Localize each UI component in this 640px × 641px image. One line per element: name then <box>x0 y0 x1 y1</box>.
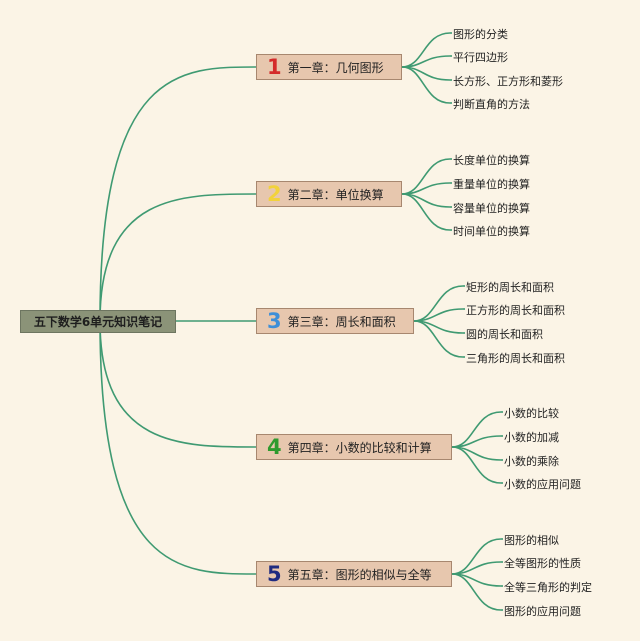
leaf-link <box>401 32 451 68</box>
leaf-item[interactable]: 矩形的周长和面积 <box>466 281 554 294</box>
leaf-item[interactable]: 圆的周长和面积 <box>466 328 543 341</box>
chapter-number: 5 <box>267 561 282 586</box>
leaf-item[interactable]: 三角形的周长和面积 <box>466 352 565 365</box>
chapter-node-3[interactable]: 3 第三章：周长和面积 <box>256 308 414 334</box>
leaf-link <box>451 573 502 611</box>
leaf-link <box>401 158 451 195</box>
leaf-link <box>413 320 464 358</box>
leaf-item[interactable]: 全等三角形的判定 <box>504 581 592 594</box>
root-link <box>99 320 257 575</box>
chapter-title: 第一章：几何图形 <box>287 60 384 75</box>
leaf-link <box>451 446 502 484</box>
chapter-node-4[interactable]: 4 第四章：小数的比较和计算 <box>256 434 452 460</box>
leaf-item[interactable]: 容量单位的换算 <box>453 202 530 215</box>
leaf-item[interactable]: 小数的加减 <box>504 431 559 444</box>
chapter-number: 2 <box>267 181 282 206</box>
leaf-link <box>401 66 451 104</box>
chapter-number: 1 <box>267 54 282 79</box>
chapter-node-5[interactable]: 5 第五章：图形的相似与全等 <box>256 561 452 587</box>
leaf-item[interactable]: 小数的应用问题 <box>504 478 581 491</box>
leaf-item[interactable]: 全等图形的性质 <box>504 557 581 570</box>
root-link <box>99 320 257 448</box>
chapter-title: 第四章：小数的比较和计算 <box>287 440 432 455</box>
leaf-item[interactable]: 图形的分类 <box>453 28 508 41</box>
root-node[interactable]: 五下数学6单元知识笔记 <box>20 310 176 333</box>
leaf-item[interactable]: 重量单位的换算 <box>453 178 530 191</box>
chapter-number: 4 <box>267 434 282 459</box>
leaf-item[interactable]: 小数的乘除 <box>504 455 559 468</box>
root-link <box>99 66 257 322</box>
leaf-item[interactable]: 小数的比较 <box>504 407 559 420</box>
leaf-item[interactable]: 图形的相似 <box>504 534 559 547</box>
chapter-node-2[interactable]: 2 第二章：单位换算 <box>256 181 402 207</box>
leaf-item[interactable]: 判断直角的方法 <box>453 98 530 111</box>
root-link <box>99 193 257 322</box>
leaf-link <box>413 285 464 322</box>
leaf-item[interactable]: 长度单位的换算 <box>453 154 530 167</box>
leaf-link <box>451 411 502 448</box>
chapter-node-1[interactable]: 1 第一章：几何图形 <box>256 54 402 80</box>
leaf-link <box>451 538 502 575</box>
chapter-title: 第五章：图形的相似与全等 <box>287 567 432 582</box>
leaf-item[interactable]: 正方形的周长和面积 <box>466 304 565 317</box>
root-label: 五下数学6单元知识笔记 <box>33 315 163 329</box>
chapter-title: 第三章：周长和面积 <box>287 314 396 329</box>
leaf-item[interactable]: 图形的应用问题 <box>504 605 581 618</box>
leaf-item[interactable]: 平行四边形 <box>453 51 508 64</box>
leaf-item[interactable]: 长方形、正方形和菱形 <box>453 75 563 88</box>
leaf-link <box>401 193 451 231</box>
leaf-item[interactable]: 时间单位的换算 <box>453 225 530 238</box>
chapter-title: 第二章：单位换算 <box>287 187 384 202</box>
chapter-number: 3 <box>267 308 282 333</box>
